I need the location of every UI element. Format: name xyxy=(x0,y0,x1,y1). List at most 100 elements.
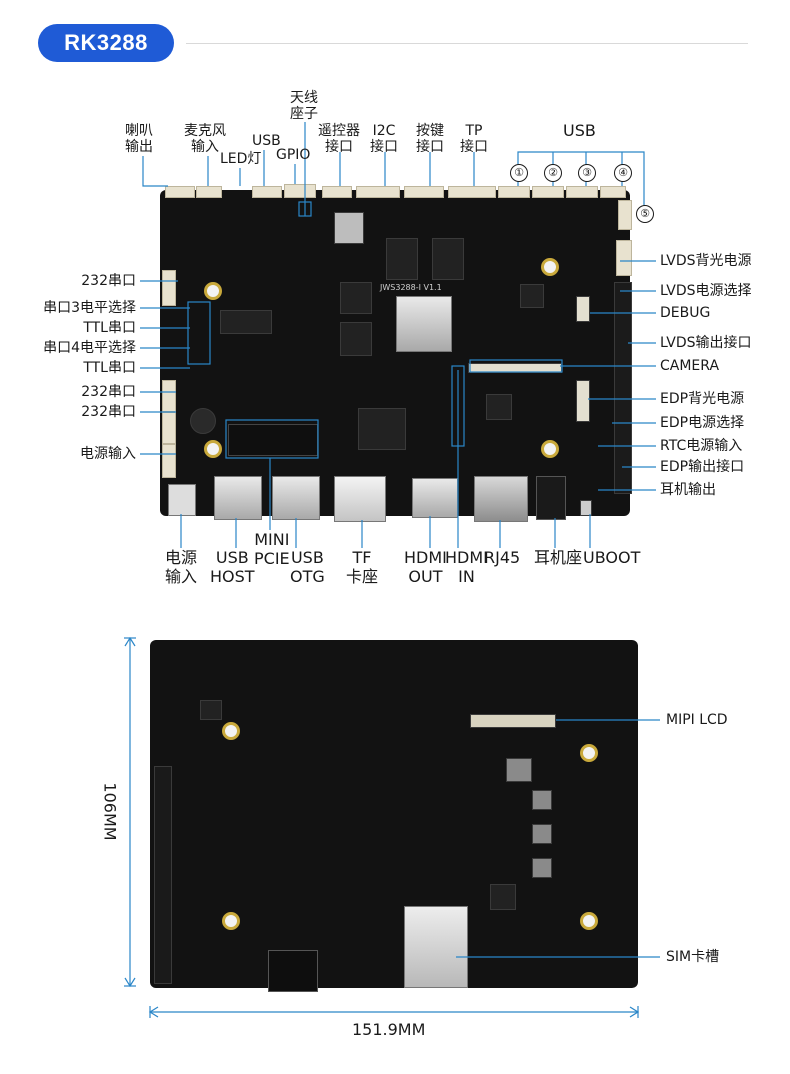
label-bottom-uboot: UBOOT xyxy=(583,548,641,567)
label-bottom-usb-otg: USB OTG xyxy=(290,548,325,586)
ram-chip-4 xyxy=(340,322,372,356)
label-right-debug: DEBUG xyxy=(660,305,711,321)
back-ic-5 xyxy=(200,700,222,720)
label-right-edp-output: EDP输出接口 xyxy=(660,459,745,475)
mounting-hole-4 xyxy=(541,440,559,458)
port-headphone-jack xyxy=(536,476,566,520)
back-ic-4 xyxy=(532,858,552,878)
connector-key xyxy=(404,186,444,198)
connector-mic xyxy=(196,186,222,198)
sim-card-slot xyxy=(404,906,468,988)
port-hdmi-out xyxy=(412,478,458,518)
usb-number-5: ⑤ xyxy=(636,205,654,223)
port-tf-card xyxy=(334,476,386,522)
label-bottom-power: 电源 输入 xyxy=(165,548,198,586)
label-left-power-in: 电源输入 xyxy=(80,446,136,462)
label-gpio: GPIO xyxy=(276,147,311,163)
label-mipi-lcd: MIPI LCD xyxy=(666,712,728,728)
connector-tp xyxy=(448,186,496,198)
wifi-module xyxy=(334,212,364,244)
label-right-headphone-out: 耳机输出 xyxy=(660,482,716,498)
ic-1 xyxy=(520,284,544,308)
label-usb-small: USB xyxy=(252,133,281,149)
mounting-hole-2 xyxy=(541,258,559,276)
label-sim-slot: SIM卡槽 xyxy=(666,949,720,965)
label-left-uart3-level: 串口3电平选择 xyxy=(43,300,136,316)
label-right-lvds-output: LVDS输出接口 xyxy=(660,335,752,351)
header-divider xyxy=(186,43,748,44)
connector-usb-1 xyxy=(498,186,530,198)
label-remote: 遥控器 接口 xyxy=(318,123,360,155)
usb-number-1: ① xyxy=(510,164,528,182)
ram-chip-3 xyxy=(340,282,372,314)
back-hole-1 xyxy=(222,722,240,740)
label-bottom-hdmi-out: HDMI OUT xyxy=(404,548,447,586)
back-hole-4 xyxy=(580,912,598,930)
ic-3 xyxy=(220,310,272,334)
ic-2 xyxy=(486,394,512,420)
connector-usb-small xyxy=(252,186,282,198)
connector-232-1 xyxy=(162,270,176,306)
label-bottom-jack: 耳机座 xyxy=(534,548,583,567)
label-right-lvds-backlight: LVDS背光电源 xyxy=(660,253,752,269)
label-left-ttl-1: TTL串口 xyxy=(83,320,136,336)
chip-marking: JWS3288-I V1.1 xyxy=(380,283,442,292)
port-power-in xyxy=(168,484,196,516)
port-usb-host xyxy=(214,476,262,520)
label-bottom-hdmi-in: HDMI IN xyxy=(445,548,488,586)
label-right-edp-power-select: EDP电源选择 xyxy=(660,415,745,431)
label-led: LED灯 xyxy=(220,151,262,167)
mounting-hole-3 xyxy=(204,440,222,458)
back-ic-2 xyxy=(532,790,552,810)
debug-connector xyxy=(576,296,590,322)
board-back xyxy=(150,640,638,988)
label-bottom-tf: TF 卡座 xyxy=(346,548,379,586)
header-lvds-output xyxy=(614,282,632,494)
label-bottom-usb-host: USB HOST xyxy=(210,548,255,586)
port-usb-otg xyxy=(272,476,320,520)
soc-rk3288 xyxy=(396,296,452,352)
port-rj45 xyxy=(474,476,528,522)
connector-usb-2 xyxy=(532,186,564,198)
label-antenna: 天线 座子 xyxy=(290,90,318,122)
connector-i2c xyxy=(356,186,400,198)
ram-chip-2 xyxy=(432,238,464,280)
label-right-rtc-power: RTC电源输入 xyxy=(660,438,743,454)
back-left-header xyxy=(154,766,172,984)
label-bottom-mini-pcie: MINI PCIE xyxy=(254,530,290,568)
edp-connector xyxy=(576,380,590,422)
label-right-lvds-power-select: LVDS电源选择 xyxy=(660,283,752,299)
connector-remote xyxy=(322,186,352,198)
label-left-232-2: 232串口 xyxy=(81,384,136,400)
battery-cap xyxy=(190,408,216,434)
label-left-232-1: 232串口 xyxy=(81,273,136,289)
back-hole-3 xyxy=(222,912,240,930)
label-right-camera: CAMERA xyxy=(660,358,720,374)
connector-lvds-backlight xyxy=(616,240,632,276)
back-ic-6 xyxy=(490,884,516,910)
connector-power-in xyxy=(162,444,176,478)
back-hole-2 xyxy=(580,744,598,762)
back-ic-1 xyxy=(506,758,532,782)
back-jack xyxy=(268,950,318,992)
dimension-height: 106MM xyxy=(100,782,120,841)
label-tp: TP 接口 xyxy=(460,123,488,155)
button-uboot xyxy=(580,500,592,516)
label-key: 按键 接口 xyxy=(416,123,444,155)
mini-pcie-slot xyxy=(228,424,318,456)
model-badge: RK3288 xyxy=(38,24,174,62)
label-left-ttl-2: TTL串口 xyxy=(83,360,136,376)
dimension-width: 151.9MM xyxy=(352,1020,426,1039)
label-right-edp-backlight: EDP背光电源 xyxy=(660,391,745,407)
connector-gpio xyxy=(284,184,316,198)
mipi-lcd-connector xyxy=(470,714,556,728)
label-mic: 麦克风 输入 xyxy=(184,123,226,155)
connector-usb-4 xyxy=(600,186,626,198)
label-i2c: I2C 接口 xyxy=(370,123,398,155)
connector-usb-3 xyxy=(566,186,598,198)
label-bottom-rj45: RJ45 xyxy=(484,548,521,567)
ram-chip-1 xyxy=(386,238,418,280)
usb-number-2: ② xyxy=(544,164,562,182)
usb-number-3: ③ xyxy=(578,164,596,182)
